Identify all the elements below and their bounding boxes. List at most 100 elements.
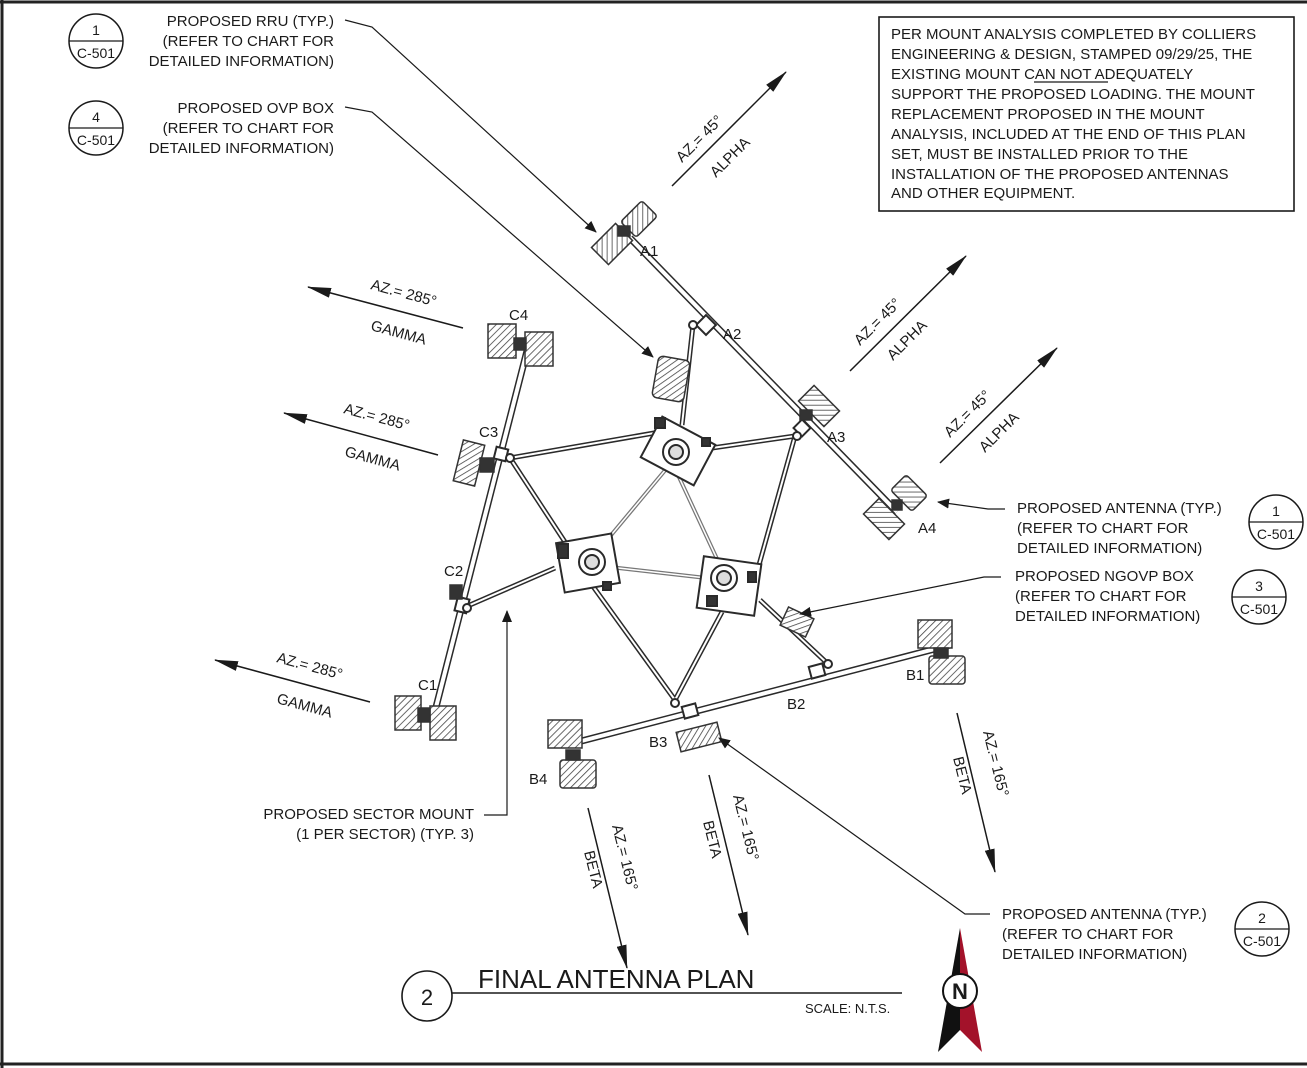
callout-leaders [344,19,1005,915]
note-line-8: INSTALLATION OF THE PROPOSED ANTENNAS [891,166,1229,183]
label-c4: C4 [509,307,528,324]
note-line-1: PER MOUNT ANALYSIS COMPLETED BY COLLIERS [891,26,1256,43]
label-c2: C2 [444,563,463,580]
label-b4: B4 [529,771,547,788]
antenna-b-line-2: (REFER TO CHART FOR [1002,926,1174,943]
detail-number: 2 [421,985,433,1010]
drawing-title-text: FINAL ANTENNA PLAN [478,964,754,994]
gamma-2-name: GAMMA [343,443,402,474]
rru-line-3: DETAILED INFORMATION) [149,53,334,70]
label-a1: A1 [640,243,658,260]
callout-ovp: PROPOSED OVP BOX (REFER TO CHART FOR DET… [68,100,335,157]
rru-detail-bubble: 1 C-501 [68,13,124,69]
callout-rru: PROPOSED RRU (TYP.) (REFER TO CHART FOR … [68,13,335,70]
beta-1-azimuth: AZ.= 165° [979,729,1012,798]
ngovp-box [779,606,815,638]
detail-number-circle [401,970,453,1022]
ovp-bubble-number: 4 [92,109,100,125]
ovp-bubble-sheet: C-501 [77,132,115,148]
antenna-b-bubble-sheet: C-501 [1243,933,1281,949]
ngovp-detail-bubble: 3 C-501 [1231,569,1287,625]
note-line-9: AND OTHER EQUIPMENT. [891,185,1075,202]
sector-mount-line-2: (1 PER SECTOR) (TYP. 3) [296,826,474,843]
antenna-c3 [452,439,495,487]
sector-mount-structure [430,235,951,748]
gamma-2-azimuth: AZ.= 285° [342,400,411,434]
leader-antenna-a [937,498,1005,510]
leader-antenna-b [718,737,990,915]
ngovp-bubble-number: 3 [1255,578,1263,594]
beta-3-azimuth: AZ.= 165° [729,793,762,862]
antenna-a1 [590,201,657,266]
rru-line-2: (REFER TO CHART FOR [163,33,335,50]
antenna-b4 [547,719,597,789]
antenna-a3 [797,384,841,428]
antenna-b-line-3: DETAILED INFORMATION) [1002,946,1187,963]
antenna-a-line-3: DETAILED INFORMATION) [1017,540,1202,557]
alpha-3-name: ALPHA [976,409,1023,456]
hub-gamma [554,532,622,594]
callout-antenna-b: PROPOSED ANTENNA (TYP.) (REFER TO CHART … [1002,901,1290,963]
callout-sector-mount: PROPOSED SECTOR MOUNT (1 PER SECTOR) (TY… [263,806,474,843]
ovp-line-2: (REFER TO CHART FOR [163,120,335,137]
gamma-1-name: GAMMA [369,317,428,348]
antenna-c1 [394,695,457,741]
antenna-a-line-2: (REFER TO CHART FOR [1017,520,1189,537]
leader-sector-mount [484,610,512,816]
north-arrow: N [938,928,982,1052]
gamma-3-name: GAMMA [275,690,334,721]
alpha-azimuth-arrows [671,71,1058,464]
callout-antenna-a: PROPOSED ANTENNA (TYP.) (REFER TO CHART … [1017,494,1304,557]
sector-mount-line-1: PROPOSED SECTOR MOUNT [263,806,474,823]
leader-ovp [344,106,654,358]
label-a3: A3 [827,429,845,446]
leader-rru [344,19,597,233]
antenna-b1 [917,619,966,685]
rru-bubble-number: 1 [92,22,100,38]
hub-beta [695,555,763,617]
antenna-labels: A1 A2 A3 A4 B1 B2 B3 B4 C1 C2 C3 C4 [418,243,936,788]
ngovp-line-3: DETAILED INFORMATION) [1015,608,1200,625]
alpha-1-name: ALPHA [707,134,754,181]
antenna-a-line-1: PROPOSED ANTENNA (TYP.) [1017,500,1222,517]
antenna-a-bubble-sheet: C-501 [1257,526,1295,542]
leader-ngovp [799,576,1001,617]
ngovp-bubble-sheet: C-501 [1240,601,1278,617]
beta-2-name: BETA [580,849,606,890]
label-a4: A4 [918,520,936,537]
label-b1: B1 [906,667,924,684]
beta-azimuth-arrows [587,712,996,969]
note-line-6: ANALYSIS, INCLUDED AT THE END OF THIS PL… [891,126,1246,143]
beta-1-name: BETA [949,755,975,796]
hub-alpha [639,415,717,487]
alpha-2-name: ALPHA [884,317,931,364]
label-b2: B2 [787,696,805,713]
antenna-a4 [862,475,927,541]
note-line-7: SET, MUST BE INSTALLED PRIOR TO THE [891,146,1188,163]
mount-analysis-note: PER MOUNT ANALYSIS COMPLETED BY COLLIERS… [878,16,1295,212]
note-line-5: REPLACEMENT PROPOSED IN THE MOUNT [891,106,1205,123]
drawing-scale: SCALE: N.T.S. [805,1001,890,1016]
note-line-4: SUPPORT THE PROPOSED LOADING. THE MOUNT [891,86,1255,103]
ovp-box [651,355,691,403]
rru-bubble-sheet: C-501 [77,45,115,61]
antenna-b-bubble-number: 2 [1258,910,1266,926]
antenna-a-bubble-number: 1 [1272,503,1280,519]
ovp-detail-bubble: 4 C-501 [68,100,124,156]
antenna-b3 [675,721,723,753]
ngovp-line-2: (REFER TO CHART FOR [1015,588,1187,605]
beta-2-azimuth: AZ.= 165° [608,823,641,892]
antenna-b-line-1: PROPOSED ANTENNA (TYP.) [1002,906,1207,923]
gamma-azimuth-arrows [214,286,464,703]
antenna-c4 [487,323,554,367]
antenna-c2 [449,584,463,600]
gamma-3-azimuth: AZ.= 285° [275,649,344,683]
callout-ngovp: PROPOSED NGOVP BOX (REFER TO CHART FOR D… [1015,568,1287,625]
note-line-3: EXISTING MOUNT CAN NOT ADEQUATELY [891,66,1193,83]
north-arrow-letter: N [952,979,968,1004]
label-c3: C3 [479,424,498,441]
ovp-line-1: PROPOSED OVP BOX [178,100,334,117]
rru-line-1: PROPOSED RRU (TYP.) [167,13,334,30]
